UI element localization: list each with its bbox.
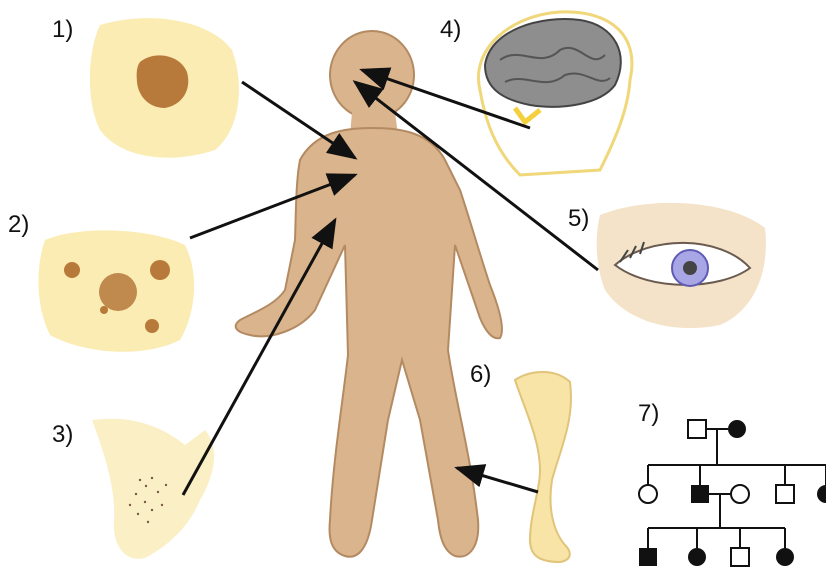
panel-2-neurofibromas <box>38 230 194 351</box>
panel-6-lower-leg <box>515 372 571 562</box>
panel-4-brain <box>478 12 631 175</box>
panel-1-cafe-au-lait-spot <box>90 18 239 158</box>
label-4: 4) <box>440 18 461 42</box>
panel-7-pedigree <box>639 420 826 566</box>
panel-5-eye <box>597 203 766 328</box>
human-body <box>236 31 502 557</box>
label-7: 7) <box>638 402 659 426</box>
label-3: 3) <box>52 423 73 447</box>
label-5: 5) <box>568 207 589 231</box>
label-2: 2) <box>8 213 29 237</box>
label-1: 1) <box>52 18 73 42</box>
arrow-3 <box>183 220 335 495</box>
label-6: 6) <box>470 363 491 387</box>
panel-3-axillary-freckling <box>92 419 214 559</box>
